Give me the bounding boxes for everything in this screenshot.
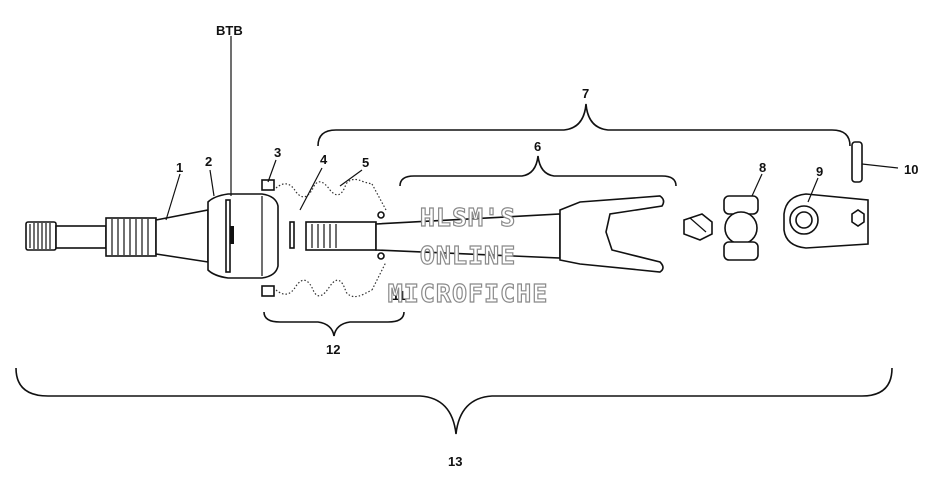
brace-12: [263, 311, 405, 337]
part-5-boot: [275, 178, 387, 298]
callout-12: 12: [326, 342, 340, 357]
callout-4: 4: [320, 152, 328, 167]
callout-2: 2: [205, 154, 212, 169]
callout-8: 8: [759, 160, 766, 175]
callout-3: 3: [274, 145, 281, 160]
leader-lines: [165, 159, 819, 221]
watermark: HLSM'S ONLINE MICROFICHE: [387, 202, 549, 308]
callout-7: 7: [582, 86, 589, 101]
callout-9: 9: [816, 164, 823, 179]
watermark-line-2: ONLINE: [420, 241, 516, 270]
watermark-line-1: HLSM'S: [420, 203, 516, 232]
watermark-line-3: MICROFICHE: [388, 279, 549, 308]
btb-label: BTB: [216, 23, 243, 38]
brace-6: [399, 155, 677, 187]
callout-13: 13: [448, 454, 462, 469]
part-8-universal-cross: [683, 195, 759, 261]
part-3-clamp: [261, 179, 275, 297]
callout-1: 1: [176, 160, 183, 175]
callout-6: 6: [534, 139, 541, 154]
part-9-yoke-link: [783, 193, 869, 249]
part-2-joint-housing: [207, 193, 279, 279]
part-1-splined-shaft: [25, 209, 209, 263]
brace-13: [15, 367, 893, 435]
callout-11: 11: [392, 288, 406, 303]
part-6-shaft-yoke: [305, 195, 665, 273]
callout-10: 10: [904, 162, 918, 177]
callout-5: 5: [362, 155, 369, 170]
part-10-pin: [851, 141, 899, 183]
brace-7: [317, 103, 851, 147]
part-4-retaining-ring: [289, 221, 295, 249]
